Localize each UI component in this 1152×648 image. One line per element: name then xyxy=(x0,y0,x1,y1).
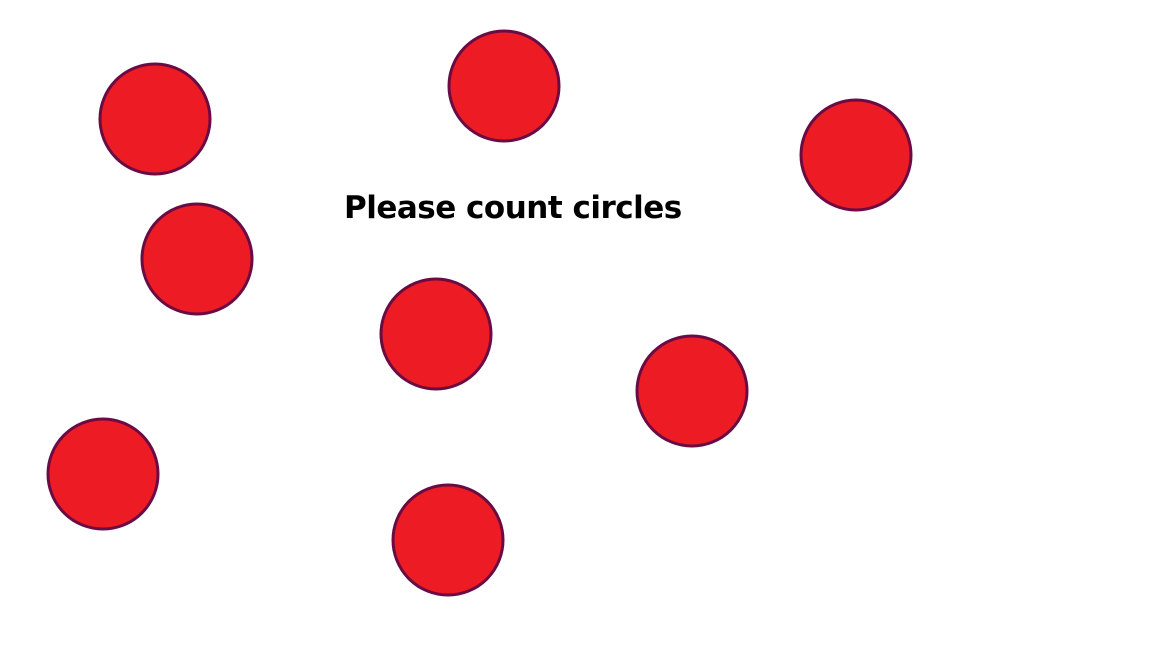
prompt-text: Please count circles xyxy=(344,190,682,226)
red-circle xyxy=(98,62,212,176)
red-circle xyxy=(447,29,561,143)
red-circle xyxy=(140,202,254,316)
red-circle xyxy=(46,417,160,531)
red-circle xyxy=(635,334,749,448)
red-circle xyxy=(799,98,913,212)
red-circle xyxy=(379,277,493,391)
red-circle xyxy=(391,483,505,597)
